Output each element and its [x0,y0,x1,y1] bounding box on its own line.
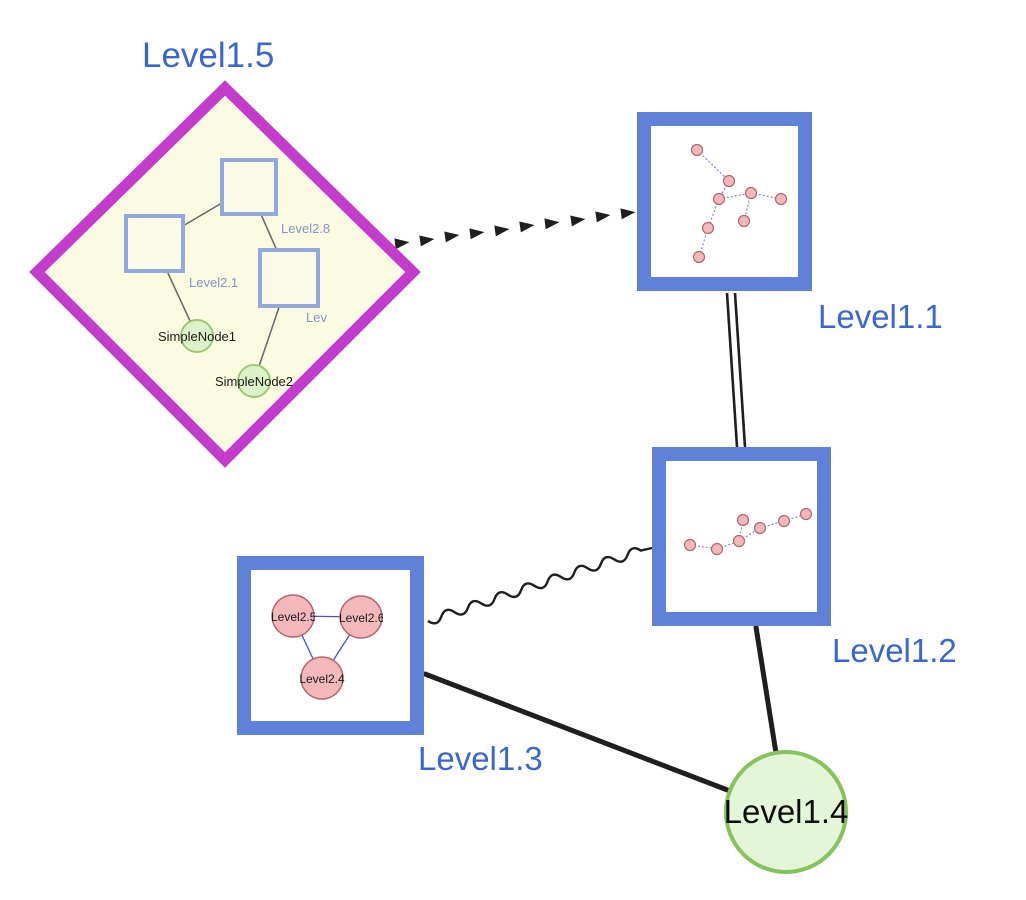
mini-edge [696,149,730,182]
mini-node[interactable] [744,186,758,200]
node-level1-3-box[interactable] [237,556,424,735]
mini-node[interactable] [736,513,750,527]
level1-1-inner-graph [690,143,788,264]
edge-level13-level14 [422,671,733,794]
node-level2-1-square[interactable] [124,214,185,273]
mini-node[interactable] [777,514,791,528]
node-simplenode2[interactable] [237,364,271,398]
mini-node[interactable] [710,542,724,556]
mini-node[interactable] [712,192,726,206]
level1-2-inner-graph [683,507,813,556]
level1-3-inner-graph [271,594,383,700]
mini-node[interactable] [732,534,746,548]
mini-node[interactable] [774,192,788,206]
mini-node[interactable] [799,507,813,521]
node-simplenode1[interactable] [180,319,214,353]
mini-node[interactable] [692,250,706,264]
edge-level11-level12-line2 [733,292,747,448]
mini-node[interactable] [753,521,767,535]
mini-node[interactable] [737,214,751,228]
mini-node[interactable] [683,538,697,552]
node-level2-8-square[interactable] [220,158,278,216]
mini-node[interactable] [701,221,715,235]
node-level2-4[interactable] [300,656,344,700]
edge-level13-level12-wavy [427,546,653,625]
edge-level12-level14 [753,624,779,756]
node-level2-5[interactable] [271,594,315,638]
node-level2-x-square[interactable] [258,248,320,308]
edge-level15-to-level11-dashed-arrow [394,208,636,250]
node-level1-5-diamond[interactable] [29,80,421,468]
mini-node[interactable] [722,174,736,188]
node-level1-4-circle[interactable] [724,750,848,874]
node-level2-6[interactable] [339,595,383,639]
edge-level11-level12-line1 [725,292,739,448]
mini-node[interactable] [690,143,704,157]
